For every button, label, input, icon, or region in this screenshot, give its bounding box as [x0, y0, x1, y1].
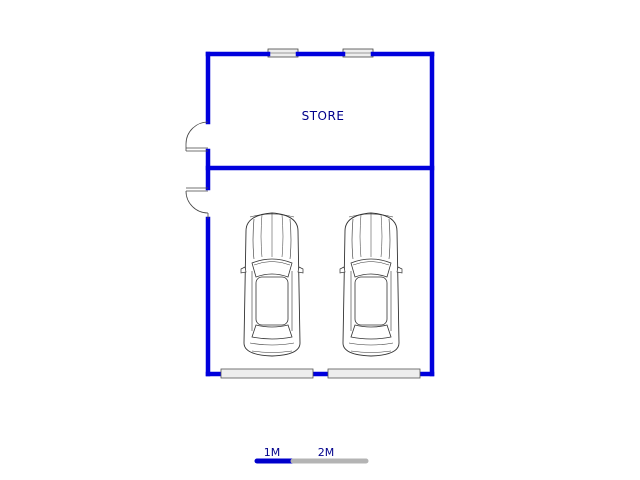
car-left	[240, 212, 304, 357]
door-store	[185, 121, 209, 152]
window-top-right	[342, 48, 374, 58]
room-label-store: STORE	[302, 109, 345, 123]
scale-label-2m: 2M	[318, 446, 335, 459]
garage-door-left	[220, 368, 314, 379]
garage-door-right	[327, 368, 421, 379]
scale-label-1m: 1M	[264, 446, 281, 459]
car-right	[339, 212, 403, 357]
window-top-left	[267, 48, 299, 58]
door-garage	[185, 187, 209, 219]
walls	[205, 51, 435, 377]
scale-bar: 1M 2M	[254, 446, 369, 464]
